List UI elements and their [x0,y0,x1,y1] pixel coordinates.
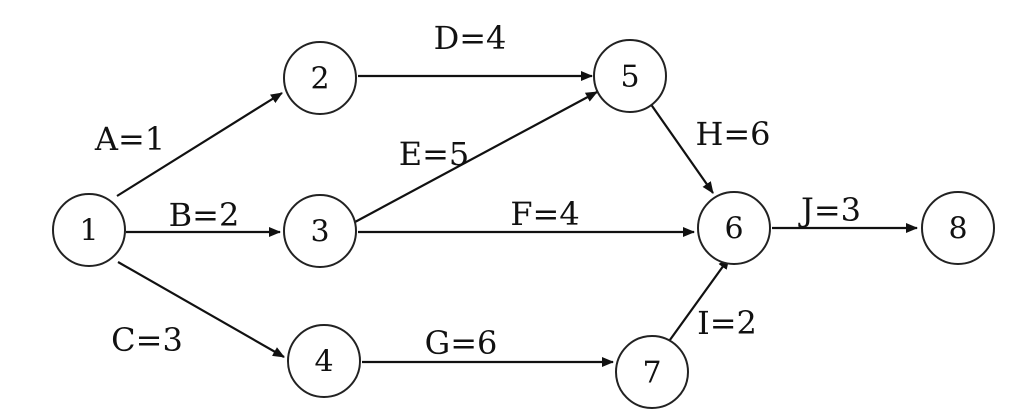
node-3: 3 [283,194,357,268]
node-3-circle [283,194,357,268]
node-1-circle [52,193,126,267]
node-8: 8 [921,191,995,265]
edge-C-label: C=3 [111,321,183,359]
node-4-label: 4 [314,345,333,380]
edge-E-label: E=5 [399,135,470,173]
node-7: 7 [615,335,689,409]
edge-labels-layer: A=1 B=2 C=3 D=4 E=5 F=4 G=6 H=6 I=2 J=3 [94,19,861,362]
edge-F-label: F=4 [510,195,579,233]
edge-J-label: J=3 [798,191,861,229]
node-6-circle [697,191,771,265]
edge-B-label: B=2 [169,196,240,234]
node-5-circle [593,39,667,113]
node-2: 2 [283,41,357,115]
edge-I-arrow [666,257,730,345]
edge-A-arrow [116,92,283,197]
node-5: 5 [593,39,667,113]
node-8-circle [921,191,995,265]
node-2-label: 2 [310,62,329,97]
node-2-circle [283,41,357,115]
edge-H-arrow [649,102,714,194]
node-4-circle [287,324,361,398]
edge-D-label: D=4 [434,19,507,57]
nodes-layer: 1 2 3 4 5 6 7 8 [52,39,995,409]
node-6-label: 6 [724,212,743,247]
node-5-label: 5 [620,60,639,95]
node-1: 1 [52,193,126,267]
node-1-label: 1 [79,214,98,249]
edge-H-label: H=6 [695,115,770,153]
edge-I-label: I=2 [697,304,757,342]
node-6: 6 [697,191,771,265]
edge-E-arrow [354,91,598,223]
node-3-label: 3 [310,215,329,250]
node-7-circle [615,335,689,409]
edge-G-label: G=6 [425,324,498,362]
node-7-label: 7 [642,356,661,391]
node-4: 4 [287,324,361,398]
edges-layer [116,71,918,367]
node-8-label: 8 [948,212,967,247]
edge-A-label: A=1 [94,120,165,158]
edge-C-arrow [117,261,285,358]
